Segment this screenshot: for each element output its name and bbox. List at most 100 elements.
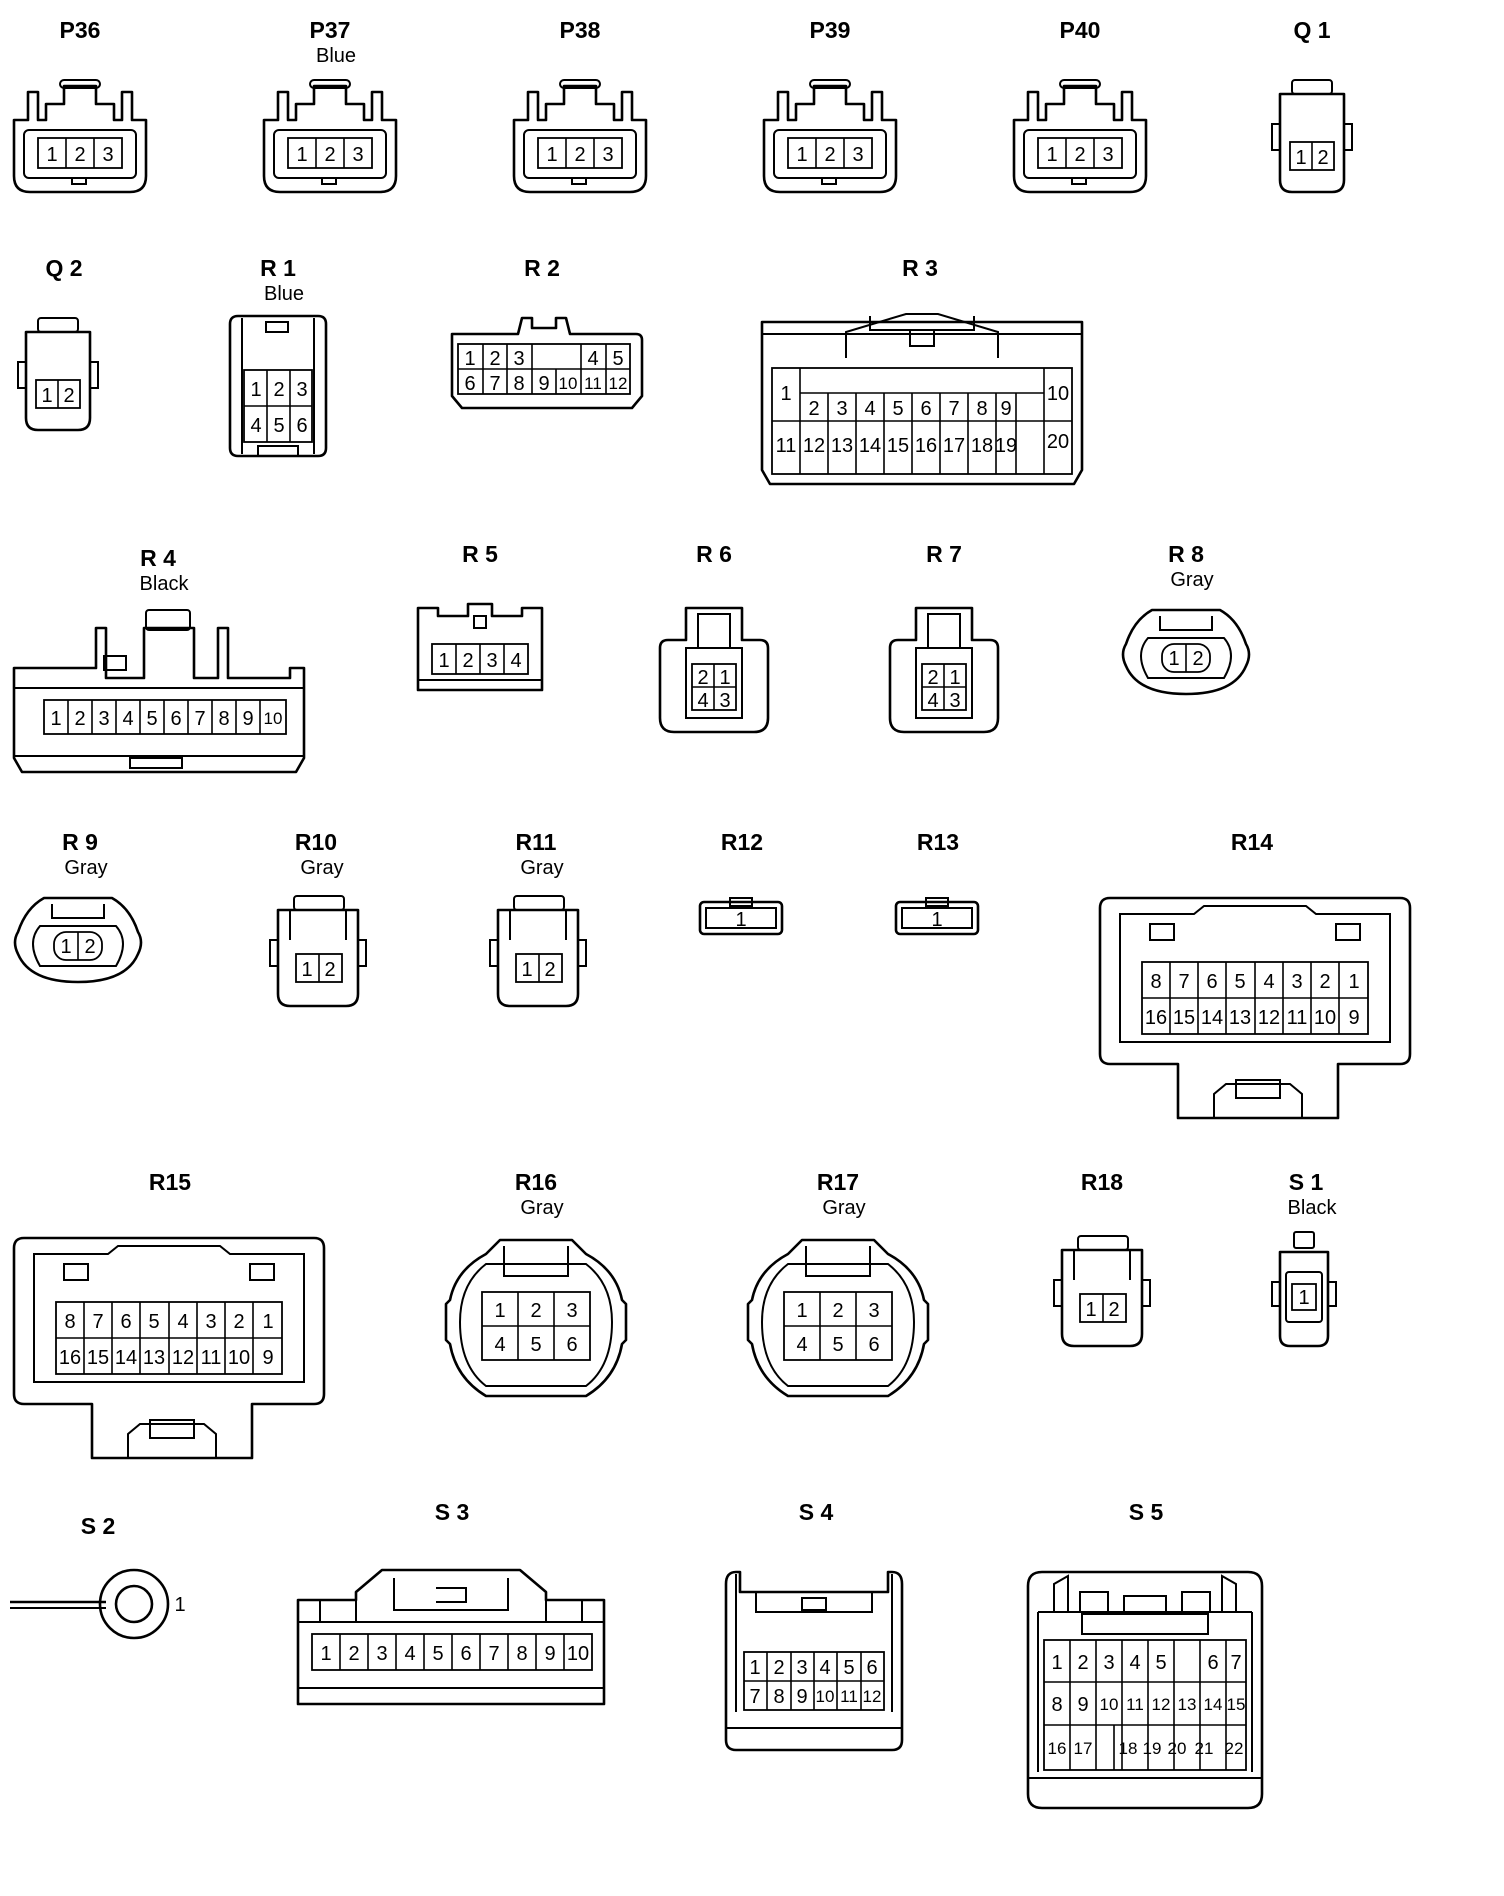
connector-r5: R 5 1 2 3 4 [416,541,544,692]
pin: 7 [488,1643,499,1665]
pin: 6 [1207,1652,1218,1674]
pin: 1 [735,909,746,931]
connector-color: Blue [264,283,304,305]
pin: 1 [494,1300,505,1322]
pin: 2 [824,144,835,166]
connector-id: P37 [310,17,351,43]
pin: 6 [866,1657,877,1679]
pin: 1 [464,348,475,370]
pin: 11 [584,374,602,393]
connector-p37: P37 Blue 1 2 3 [262,17,398,194]
pin: 1 [1298,1287,1309,1309]
pin: 1 [250,379,261,401]
pin: 8 [218,708,229,730]
pin: 4 [819,1657,830,1679]
pin: 1 [521,959,532,981]
pin: 7 [489,373,500,395]
connector-id: R 6 [696,541,732,567]
connector-color: Gray [1170,569,1213,591]
pin: 2 [773,1657,784,1679]
pin: 1 [796,144,807,166]
pin: 10 [264,709,283,728]
connector-id: R10 [295,829,337,855]
pin: 14 [859,435,881,457]
connector-p38: P38 1 2 3 [512,17,648,194]
pin: 1 [1295,147,1306,169]
connector-id: R14 [1231,829,1273,855]
connector-color: Gray [520,857,563,879]
pin: 5 [892,398,903,420]
pin: 15 [1227,1695,1246,1714]
pin: 1 [546,144,557,166]
pin: 9 [1077,1694,1088,1716]
pin: 15 [87,1347,109,1369]
connector-r6: R 6 2 1 4 3 [658,541,770,734]
pin: 1 [46,144,57,166]
connector-q1: Q 1 1 2 [1271,17,1353,194]
pin: 6 [566,1334,577,1356]
pin: 2 [927,667,938,689]
pin: 2 [84,936,95,958]
pin: 3 [352,144,363,166]
connector-s1: S 1 Black 1 [1271,1169,1337,1348]
pin: 5 [432,1643,443,1665]
pin: 9 [262,1347,273,1369]
pin: 2 [324,959,335,981]
connector-id: R 5 [462,541,498,567]
pin: 2 [530,1300,541,1322]
pin: 8 [773,1686,784,1708]
pin: 19 [995,435,1017,457]
pin: 3 [486,650,497,672]
pin: 8 [516,1643,527,1665]
connector-s3: S 3 1 2 3 4 5 6 7 8 9 10 [296,1499,606,1706]
pin: 10 [559,374,578,393]
pin: 4 [1129,1652,1140,1674]
pin: 3 [566,1300,577,1322]
pin: 13 [143,1347,165,1369]
connector-q2: Q 2 1 2 [17,255,99,432]
pin: 3 [1291,971,1302,993]
connector-r8: R 8 Gray 1 2 [1121,541,1251,696]
pin: 4 [1263,971,1274,993]
pin: 12 [1152,1695,1171,1714]
pin: 4 [697,690,708,712]
connector-id: R 1 [260,255,296,281]
pin: 4 [250,415,261,437]
pin: 4 [122,708,133,730]
pin: 2 [233,1311,244,1333]
pin: 19 [1143,1739,1162,1758]
pin: 3 [836,398,847,420]
pin: 7 [1178,971,1189,993]
connector-id: P36 [60,17,101,43]
pin: 10 [1100,1695,1119,1714]
pin: 17 [1074,1739,1093,1758]
pin: 2 [462,650,473,672]
pin: 2 [1317,147,1328,169]
pin: 3 [602,144,613,166]
pin: 3 [868,1300,879,1322]
pin: 2 [544,959,555,981]
connector-color: Gray [64,857,107,879]
pin: 2 [832,1300,843,1322]
connector-id: S 3 [435,1499,470,1525]
pin: 12 [803,435,825,457]
pin: 14 [1201,1007,1223,1029]
pin: 11 [201,1347,222,1369]
pin: 14 [1204,1695,1223,1714]
pin: 17 [943,435,965,457]
connector-s2: S 2 1 [10,1513,186,1640]
connector-id: R 4 [140,545,176,571]
connector-s5: S 5 1 2 3 4 5 6 7 8 9 10 11 12 13 14 15 … [1026,1499,1264,1810]
pin: 1 [780,383,791,405]
connector-id: R 3 [902,255,938,281]
pin: 8 [64,1311,75,1333]
pin: 10 [567,1643,589,1665]
connector-id: P39 [810,17,851,43]
connector-r9: R 9 Gray 1 2 [13,829,143,984]
pin: 13 [831,435,853,457]
connector-id: R13 [917,829,959,855]
pin: 15 [887,435,909,457]
connector-r3: R 3 1 2 3 4 5 6 7 8 9 10 11 12 13 14 15 … [760,255,1084,486]
pin: 13 [1178,1695,1197,1714]
pin: 3 [1102,144,1113,166]
